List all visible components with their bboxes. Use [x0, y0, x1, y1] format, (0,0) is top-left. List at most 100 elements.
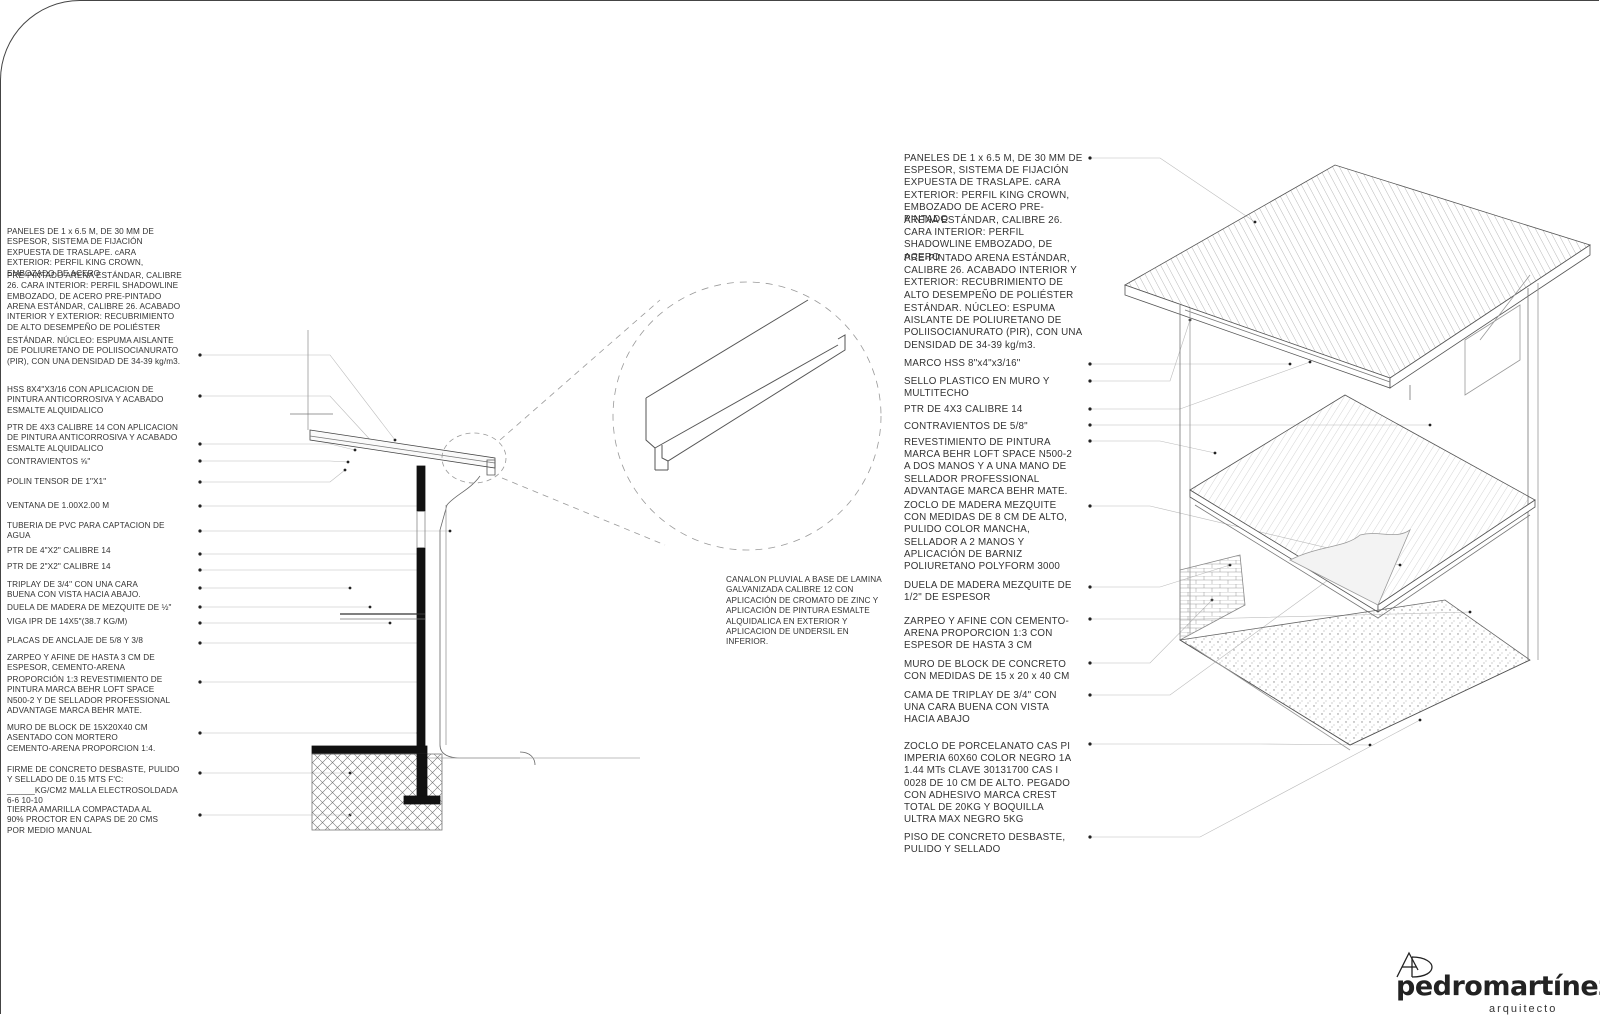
right-leader-11-dot [1088, 693, 1092, 697]
left-leader-11-end-dot [368, 605, 372, 609]
left-leader-4-end-dot [346, 460, 350, 464]
right-leader-2-end-dot [1288, 362, 1292, 366]
left-note-6: PTR DE 4X3 CALIBRE 14 CON APLICACION DE … [7, 423, 179, 453]
left-leader-12-end-dot [388, 621, 392, 625]
right-note-3: PRE-PINTADO ARENA ESTÁNDAR, CALIBRE 26. … [904, 253, 1077, 301]
left-leader-16-dot [198, 771, 202, 775]
left-leader-11-dot [198, 605, 202, 609]
right-leader-5-dot [1088, 423, 1092, 427]
left-leader-4 [200, 460, 349, 463]
logo-name: pedromartínez [1396, 971, 1600, 1002]
left-note-1: PANELES DE 1 x 6.5 M, DE 30 MM DE ESPESO… [7, 227, 154, 278]
right-leader-13-dot [1088, 835, 1092, 839]
logo-mark-icon [1396, 951, 1433, 978]
isometric-axonometric [1088, 156, 1591, 839]
right-note-14: CAMA DE TRIPLAY DE 3/4" CON UNA CARA BUE… [904, 690, 1057, 726]
section-detail [198, 281, 882, 831]
right-leader-3-dot [1088, 379, 1092, 383]
left-leader-lines [198, 353, 452, 817]
left-note-21: TIERRA AMARILLA COMPACTADA AL 90% PROCTO… [7, 805, 159, 835]
left-leader-2-dot [198, 394, 202, 398]
left-note-16: PLACAS DE ANCLAJE DE 5/8 Y 3/8 [7, 636, 144, 645]
right-leader-2-dot [1088, 362, 1092, 366]
left-leader-3-dot [198, 442, 202, 446]
left-leader-5-end-dot [343, 468, 347, 472]
left-leader-5 [200, 469, 346, 483]
left-leader-7-dot [198, 529, 202, 533]
left-note-10: TUBERIA DE PVC PARA CAPTACION DE AGUA [7, 521, 165, 541]
right-note-7: PTR DE 4X3 CALIBRE 14 [904, 404, 1023, 415]
right-note-2: ARENA ESTÁNDAR, CALIBRE 26. CARA INTERIO… [904, 215, 1063, 263]
right-leader-6-dot [1088, 439, 1092, 443]
right-leader-9-dot [1088, 617, 1092, 621]
left-note-12: PTR DE 2"X2" CALIBRE 14 [7, 562, 111, 571]
right-note-4: ESTÁNDAR. NÚCLEO: ESPUMA AISLANTE DE POL… [904, 303, 1082, 351]
right-note-13: MURO DE BLOCK DE CONCRETO CON MEDIDAS DE… [904, 659, 1070, 683]
right-leader-4 [1090, 361, 1311, 410]
right-leader-7-dot [1088, 504, 1092, 508]
right-note-9: REVESTIMIENTO DE PINTURA MARCA BEHR LOFT… [904, 437, 1073, 497]
left-note-20: FIRME DE CONCRETO DESBASTE, PULIDO Y SEL… [7, 765, 180, 806]
left-leader-15-dot [198, 731, 202, 735]
right-note-10: ZOCLO DE MADERA MEZQUITE CON MEDIDAS DE … [904, 500, 1068, 573]
right-note-6: SELLO PLASTICO EN MURO Y MULTITECHO [904, 376, 1050, 400]
right-leader-11 [1090, 574, 1336, 696]
left-note-14: DUELA DE MADERA DE MEZQUITE DE ½" [7, 603, 172, 612]
left-leader-1-end-dot [393, 438, 397, 442]
left-leader-17-dot [198, 813, 202, 817]
right-leader-1 [1090, 157, 1256, 223]
left-note-8: POLIN TENSOR DE 1"X1" [7, 477, 107, 486]
left-leader-10-end-dot [348, 586, 352, 590]
right-leader-1-dot [1088, 156, 1092, 160]
left-note-13: TRIPLAY DE 3/4" CON UNA CARA BUENA CON V… [7, 580, 141, 600]
right-note-11: DUELA DE MADERA MEZQUITE DE 1/2" DE ESPE… [904, 580, 1072, 604]
right-note-16: PISO DE CONCRETO DESBASTE, PULIDO Y SELL… [904, 832, 1066, 856]
left-leader-1-dot [198, 353, 202, 357]
left-leader-5-dot [198, 480, 202, 484]
left-note-9: VENTANA DE 1.00X2.00 M [7, 501, 110, 510]
right-leader-10-dot [1088, 661, 1092, 665]
left-note-4: ESTÁNDAR. NÚCLEO: ESPUMA AISLANTE DE POL… [7, 336, 181, 366]
left-leader-9-dot [198, 568, 202, 572]
left-leader-3 [200, 443, 356, 451]
right-leader-12-end-dot [1368, 743, 1372, 747]
left-leader-4-dot [198, 459, 202, 463]
left-leader-13-dot [198, 641, 202, 645]
left-note-7: CONTRAVIENTOS ⅝" [7, 457, 91, 466]
right-note-5: MARCO HSS 8"x4"x3/16" [904, 358, 1021, 369]
right-leader-12-dot [1088, 742, 1092, 746]
left-note-15: VIGA IPR DE 14X5"(38.7 KG/M) [7, 617, 128, 626]
right-leader-12 [1090, 743, 1371, 746]
right-leader-5-end-dot [1428, 423, 1432, 427]
left-leader-8-dot [198, 552, 202, 556]
right-leader-8-dot [1088, 585, 1092, 589]
left-note-18: PROPORCIÓN 1:3 REVESTIMIENTO DE PINTURA … [7, 675, 170, 716]
left-note-11: PTR DE 4"X2" CALIBRE 14 [7, 546, 111, 555]
left-leader-7-end-dot [448, 529, 452, 533]
right-leader-3 [1090, 319, 1191, 382]
left-leader-14-dot [198, 680, 202, 684]
detail-note-gutter: CANALON PLUVIAL A BASE DE LAMINA GALVANI… [726, 575, 882, 647]
right-note-15: ZOCLO DE PORCELANATO CAS PI IMPERIA 60X6… [904, 741, 1071, 826]
left-note-19: MURO DE BLOCK DE 15X20X40 CM ASENTADO CO… [7, 723, 156, 753]
right-leader-4-dot [1088, 407, 1092, 411]
left-note-3: ARENA ESTÁNDAR, CALIBRE 26. ACABADO INTE… [7, 302, 181, 332]
left-leader-2 [200, 395, 376, 446]
left-leader-1 [200, 354, 396, 441]
left-note-2: PRE-PINTADO ARENA ESTÁNDAR, CALIBRE 26. … [7, 271, 182, 301]
right-note-8: CONTRAVIENTOS DE 5/8" [904, 421, 1028, 432]
right-leader-13-end-dot [1418, 718, 1422, 722]
left-leader-6-dot [198, 504, 202, 508]
left-leader-3-end-dot [353, 448, 357, 452]
left-note-17: ZARPEO Y AFINE DE HASTA 3 CM DE ESPESOR,… [7, 653, 155, 673]
left-leader-12-dot [198, 621, 202, 625]
right-note-12: ZARPEO Y AFINE CON CEMENTO-ARENA PROPORC… [904, 616, 1069, 652]
right-leader-4-end-dot [1308, 360, 1312, 364]
right-leader-13 [1090, 719, 1421, 838]
right-leader-6-end-dot [1213, 451, 1217, 455]
right-leader-6 [1090, 440, 1216, 454]
logo-subtitle: arquitecto [1489, 1003, 1558, 1015]
right-note-1: PANELES DE 1 x 6.5 M, DE 30 MM DE ESPESO… [904, 153, 1083, 226]
